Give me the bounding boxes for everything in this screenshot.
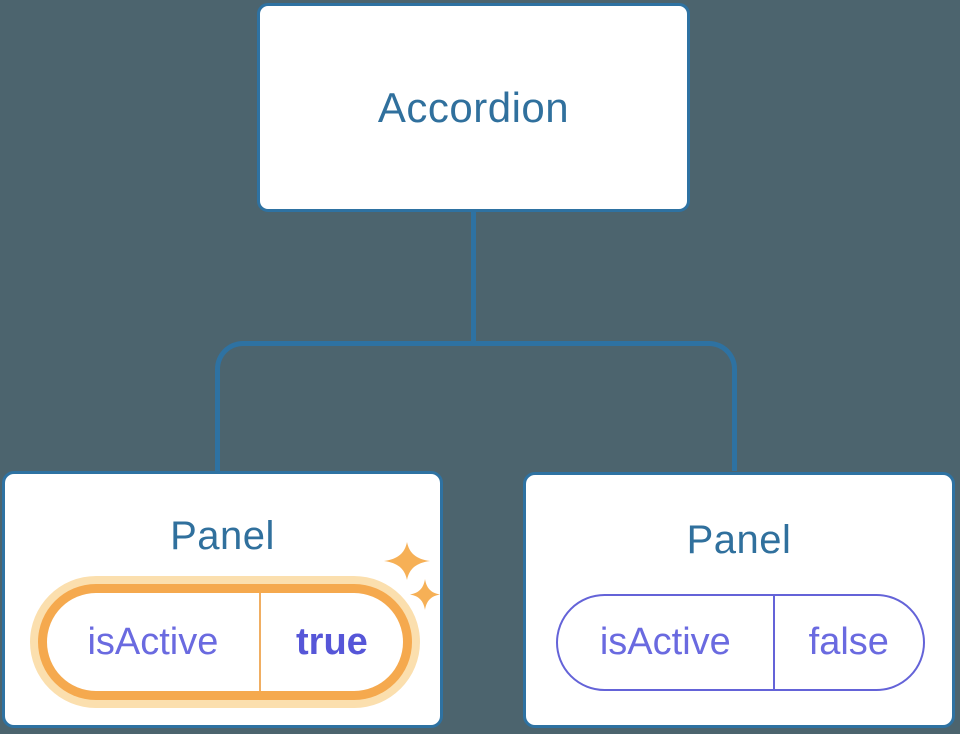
state-pill-active-body: isActive true (47, 593, 403, 691)
connector-stem (471, 212, 476, 343)
state-value: true (258, 593, 403, 691)
state-pill-active-ring: isActive true (38, 584, 412, 700)
panel-left-title: Panel (170, 514, 275, 558)
connector-branch (215, 341, 737, 471)
state-key: isActive (599, 621, 731, 663)
panel-right-title: Panel (686, 518, 792, 562)
accordion-node: Accordion (257, 3, 690, 212)
state-pill-active: isActive true (30, 576, 420, 708)
state-value: false (772, 596, 923, 689)
accordion-label: Accordion (377, 83, 570, 131)
sparkle-icon-small (410, 579, 440, 610)
panel-node-right: Panel isActive false (523, 472, 955, 728)
state-pill-inactive: isActive false (556, 594, 925, 691)
state-key: isActive (87, 620, 219, 663)
sparkle-icon-large (384, 542, 430, 580)
panel-node-left: Panel isActive true (2, 471, 443, 728)
